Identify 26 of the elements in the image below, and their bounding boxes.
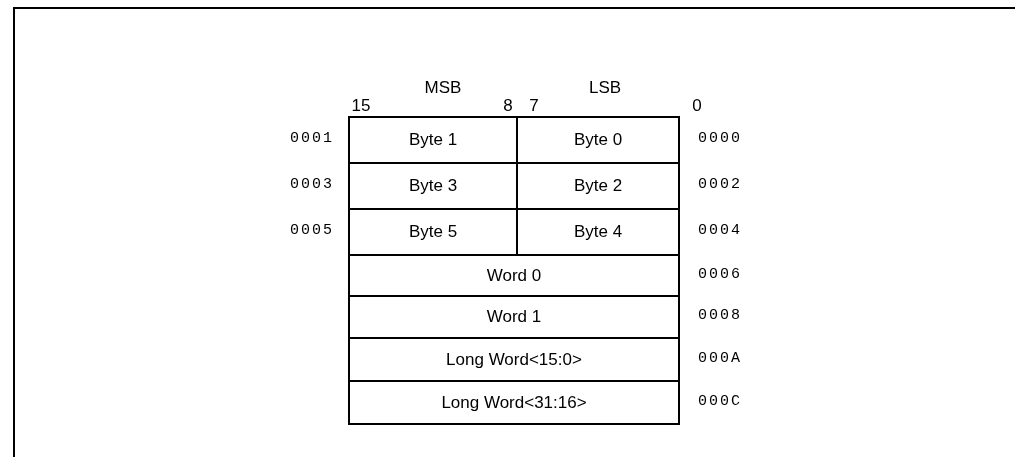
memory-field-text: Long Word<15:0> <box>446 349 582 370</box>
memory-field-text: Word 0 <box>486 265 542 286</box>
address-label: 0000 <box>698 130 742 147</box>
address-label: 0008 <box>698 307 742 324</box>
bit-number: 0 <box>692 96 702 116</box>
address-label: 0004 <box>698 222 742 239</box>
address-label: 000C <box>698 392 742 410</box>
column-header: MSB <box>424 78 462 98</box>
memory-field-text: Byte 2 <box>573 176 623 196</box>
memory-field-text: Long Word<31:16> <box>441 392 587 413</box>
memory-field-text: Byte 0 <box>573 130 623 150</box>
bit-number: 7 <box>529 96 539 116</box>
address-label: 0002 <box>698 176 742 193</box>
memory-field-text: Byte 4 <box>573 222 623 242</box>
memory-field-text: Byte 3 <box>408 176 458 196</box>
bit-number: 8 <box>503 96 513 116</box>
bit-number: 15 <box>351 96 371 116</box>
memory-field-text: Byte 1 <box>408 130 458 150</box>
memory-field-text: Word 1 <box>486 307 542 327</box>
address-label: 0006 <box>698 265 742 283</box>
address-label: 000A <box>698 349 742 367</box>
address-label: 0001 <box>290 130 334 147</box>
column-header: LSB <box>588 78 622 98</box>
address-label: 0005 <box>290 222 334 239</box>
memory-field-text: Byte 5 <box>408 222 458 242</box>
address-label: 0003 <box>290 176 334 193</box>
